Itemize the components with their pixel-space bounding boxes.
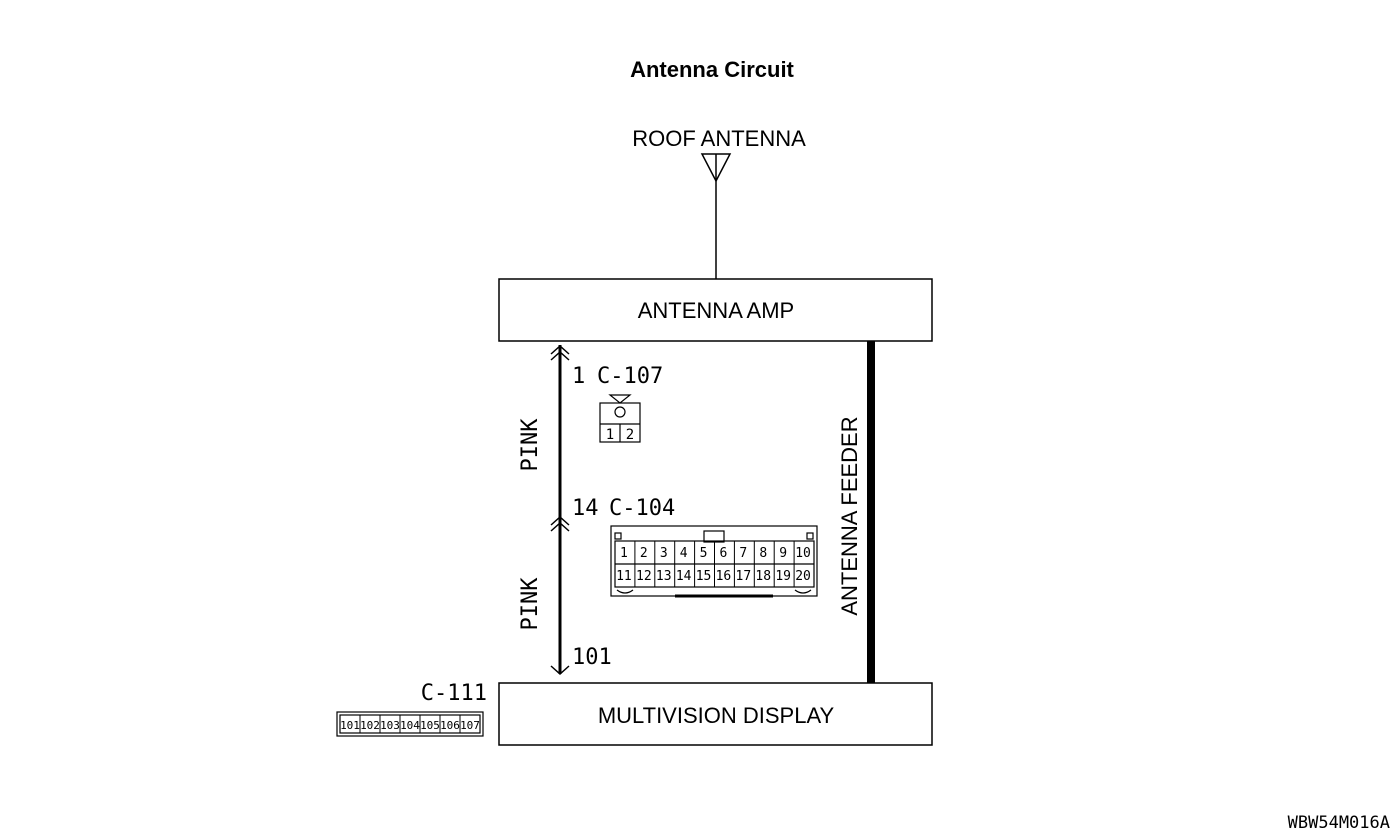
c104-pin-9: 9 xyxy=(779,546,787,561)
c111-pin-106: 106 xyxy=(440,719,460,732)
pin-mid-label: 14 xyxy=(572,496,599,521)
c107-pin-2: 2 xyxy=(626,427,634,443)
c104-pin-10: 10 xyxy=(795,546,811,561)
c111-pin-102: 102 xyxy=(360,719,380,732)
c104-pin-7: 7 xyxy=(739,546,747,561)
antenna-icon xyxy=(700,153,732,183)
c111-pin-104: 104 xyxy=(400,719,420,732)
c111-pin-101: 101 xyxy=(340,719,360,732)
diagram-title: Antenna Circuit xyxy=(630,57,794,82)
antenna-amp-box xyxy=(498,278,933,342)
c111-pin-107: 107 xyxy=(460,719,480,732)
c111-pin-105: 105 xyxy=(420,719,440,732)
c104-pin-20: 20 xyxy=(795,569,811,584)
antenna-amp-label: ANTENNA AMP xyxy=(638,298,794,323)
c104-pin-11: 11 xyxy=(616,569,632,584)
connector-c104-mark xyxy=(550,515,570,532)
c111-pin-103: 103 xyxy=(380,719,400,732)
wire-color-upper: PINK xyxy=(518,418,543,472)
c104-pin-13: 13 xyxy=(656,569,672,584)
antenna-feeder-label: ANTENNA FEEDER xyxy=(837,416,862,615)
c104-pin-18: 18 xyxy=(755,569,771,584)
c104-pin-2: 2 xyxy=(640,546,648,561)
connector-c111-face xyxy=(336,711,484,737)
connector-c111-mark xyxy=(550,665,570,676)
figure-code: WBW54M016A xyxy=(1288,813,1390,833)
c104-pin-17: 17 xyxy=(736,569,752,584)
c104-pin-3: 3 xyxy=(660,546,668,561)
multivision-display-box xyxy=(498,682,933,746)
connector-c107-mark xyxy=(550,344,570,361)
c104-pin-12: 12 xyxy=(636,569,652,584)
c104-pin-14: 14 xyxy=(676,569,692,584)
c111-pin-dividers xyxy=(359,715,461,733)
c107-pin-1: 1 xyxy=(606,427,614,443)
c104-pin-dividers xyxy=(634,541,795,587)
c104-pin-19: 19 xyxy=(775,569,791,584)
c104-pin-15: 15 xyxy=(696,569,712,584)
c104-pin-5: 5 xyxy=(700,546,708,561)
connector-c107-label: C-107 xyxy=(597,364,663,389)
wire-color-lower: PINK xyxy=(518,577,543,631)
pin-amp-label: 1 xyxy=(572,364,585,389)
connector-c111-label: C-111 xyxy=(421,681,487,706)
c104-pin-4: 4 xyxy=(680,546,688,561)
connector-c104-label: C-104 xyxy=(609,496,675,521)
pin-display-label: 101 xyxy=(572,645,612,670)
roof-antenna-label: ROOF ANTENNA xyxy=(632,126,806,151)
c104-pin-6: 6 xyxy=(720,546,728,561)
c104-pin-8: 8 xyxy=(759,546,767,561)
multivision-display-label: MULTIVISION DISPLAY xyxy=(598,703,835,728)
c104-pin-16: 16 xyxy=(716,569,732,584)
connector-c107-face xyxy=(599,394,641,443)
c104-pin-1: 1 xyxy=(620,546,628,561)
